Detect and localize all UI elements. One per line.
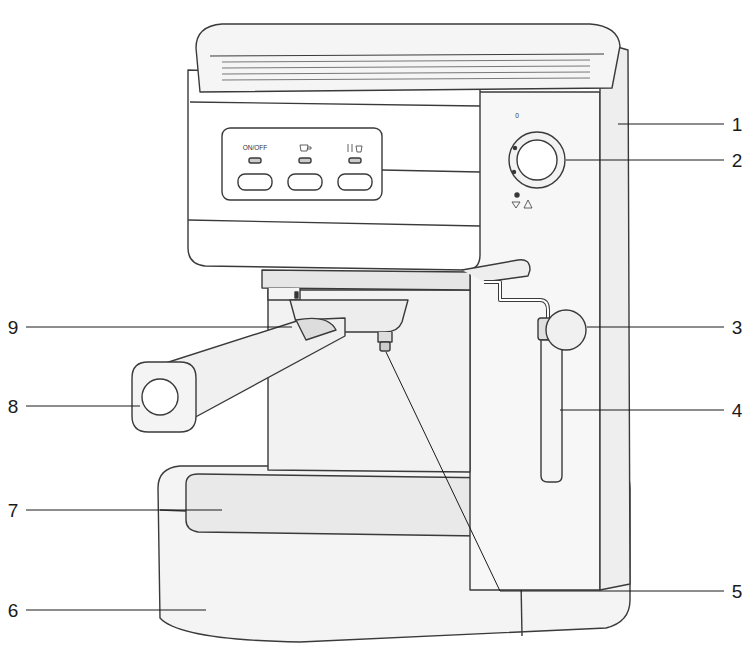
callout-number: 2 [732,151,743,170]
callout-number: 1 [732,115,743,134]
callout-number: 6 [8,601,19,620]
callout-number: 4 [732,401,743,420]
callout-number: 9 [8,318,19,337]
dial-mark: 0 [515,113,519,120]
callout-number: 8 [8,397,19,416]
callout-number: 3 [732,318,743,337]
callout-number: 5 [732,582,743,601]
button-label: ON/OFF [243,145,268,152]
callout-number: 7 [8,501,19,520]
